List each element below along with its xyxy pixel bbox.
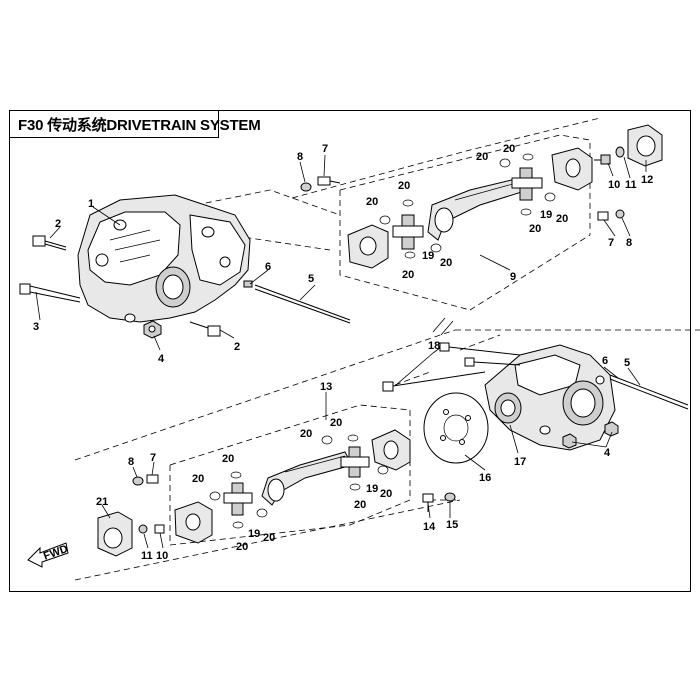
break-mark bbox=[432, 317, 454, 336]
stud-5-lower bbox=[609, 374, 689, 410]
washer-8-lower bbox=[132, 476, 144, 486]
group-outlines bbox=[74, 117, 700, 581]
callout-20-m: 20 bbox=[300, 428, 312, 440]
callout-10-upper: 10 bbox=[608, 179, 620, 191]
callout-20-a: 20 bbox=[366, 196, 378, 208]
washer-11-lower bbox=[138, 524, 148, 534]
rear-flange-yoke-left bbox=[174, 501, 213, 544]
flange-12 bbox=[627, 124, 663, 167]
bolt-7-upper-right bbox=[597, 211, 609, 221]
stud-5-upper bbox=[254, 284, 351, 324]
callout-7-upper: 7 bbox=[322, 143, 328, 155]
callout-13: 13 bbox=[320, 381, 332, 393]
bolt-2-lower bbox=[189, 321, 221, 337]
callout-20-b: 20 bbox=[398, 180, 410, 192]
callout-7-upper-right: 7 bbox=[608, 237, 614, 249]
long-bolt-3 bbox=[19, 283, 81, 303]
callout-20-k: 20 bbox=[236, 541, 248, 553]
callout-5-upper: 5 bbox=[308, 273, 314, 285]
callout-19-lower-right: 19 bbox=[366, 483, 378, 495]
washer-11-upper bbox=[615, 146, 625, 158]
universal-joint-front-left bbox=[392, 214, 424, 250]
callout-2-upper: 2 bbox=[55, 218, 61, 230]
callout-20-o: 20 bbox=[354, 499, 366, 511]
bolt-2-upper bbox=[32, 235, 67, 251]
callout-20-n: 20 bbox=[330, 417, 342, 429]
callout-6-lower: 6 bbox=[602, 355, 608, 367]
callout-8-upper: 8 bbox=[297, 151, 303, 163]
nut-4-upper bbox=[143, 320, 162, 339]
universal-joint-rear-left bbox=[223, 482, 253, 516]
universal-joint-rear-right bbox=[340, 446, 370, 478]
bolt-10-upper bbox=[594, 154, 611, 165]
callout-4-lower: 4 bbox=[604, 447, 611, 459]
bolt-7-lower bbox=[146, 474, 159, 484]
front-propshaft bbox=[427, 177, 529, 241]
diagram-frame bbox=[9, 110, 691, 592]
callout-6-upper: 6 bbox=[265, 261, 271, 273]
callout-5-lower: 5 bbox=[624, 357, 630, 369]
bolt-10-lower bbox=[154, 524, 165, 534]
callout-20-i: 20 bbox=[192, 473, 204, 485]
callout-8-upper-right: 8 bbox=[626, 237, 632, 249]
callout-4-upper: 4 bbox=[158, 353, 165, 365]
snap-rings-upper bbox=[379, 153, 556, 259]
nuts-4-lower bbox=[562, 421, 619, 449]
callout-20-d: 20 bbox=[440, 257, 452, 269]
callout-1: 1 bbox=[88, 198, 94, 210]
callout-19-lower-left: 19 bbox=[248, 528, 260, 540]
front-flange-yoke bbox=[347, 224, 389, 269]
callout-10-lower: 10 bbox=[156, 550, 168, 562]
callout-20-p: 20 bbox=[380, 488, 392, 500]
callout-3: 3 bbox=[33, 321, 39, 333]
callouts: 1 2 2 3 4 4 5 5 6 6 7 7 7 8 8 8 9 10 10 … bbox=[33, 143, 653, 562]
title-box: F30 传动系统DRIVETRAIN SYSTEM bbox=[9, 110, 261, 138]
callout-11-lower: 11 bbox=[141, 550, 153, 562]
callout-20-j: 20 bbox=[222, 453, 234, 465]
fwd-label: FWD bbox=[42, 543, 70, 563]
washer-15 bbox=[444, 492, 456, 502]
callout-15: 15 bbox=[446, 519, 458, 531]
washer-8-upper bbox=[300, 182, 312, 192]
rear-differential bbox=[484, 344, 616, 451]
callout-20-l: 20 bbox=[263, 532, 275, 544]
rear-flange-yoke-right bbox=[371, 429, 411, 471]
callout-18: 18 bbox=[428, 340, 440, 352]
callout-20-h: 20 bbox=[556, 213, 568, 225]
leader-lines bbox=[35, 154, 647, 549]
callout-20-f: 20 bbox=[503, 143, 515, 155]
front-flange-yoke-right bbox=[551, 147, 593, 191]
snap-rings-lower bbox=[209, 434, 389, 529]
callout-8-lower: 8 bbox=[128, 456, 134, 468]
callout-11-upper: 11 bbox=[625, 179, 637, 191]
callout-17: 17 bbox=[514, 456, 526, 468]
callout-7-lower: 7 bbox=[150, 452, 156, 464]
front-gearbox bbox=[77, 194, 251, 323]
callout-9: 9 bbox=[510, 271, 516, 283]
callout-19-upper-left: 19 bbox=[422, 250, 434, 262]
fwd-arrow-icon: FWD bbox=[27, 542, 70, 568]
flange-21 bbox=[97, 511, 133, 557]
universal-joint-front-right bbox=[511, 167, 543, 201]
callout-19-upper-right: 19 bbox=[540, 209, 552, 221]
callout-21: 21 bbox=[96, 496, 108, 508]
callout-20-e: 20 bbox=[476, 151, 488, 163]
bolt-7-upper bbox=[317, 176, 341, 186]
long-bolts-18 bbox=[382, 342, 521, 392]
diagram-title: F30 传动系统DRIVETRAIN SYSTEM bbox=[18, 116, 261, 134]
callout-14: 14 bbox=[423, 521, 436, 533]
rear-propshaft bbox=[261, 451, 353, 506]
callout-2-lower: 2 bbox=[234, 341, 240, 353]
washer-8-upper-right bbox=[615, 209, 625, 219]
callout-20-g: 20 bbox=[529, 223, 541, 235]
callout-20-c: 20 bbox=[402, 269, 414, 281]
callout-12: 12 bbox=[641, 174, 653, 186]
callout-16: 16 bbox=[479, 472, 491, 484]
brake-disc-16 bbox=[423, 392, 489, 464]
stud-6-upper bbox=[243, 280, 253, 288]
